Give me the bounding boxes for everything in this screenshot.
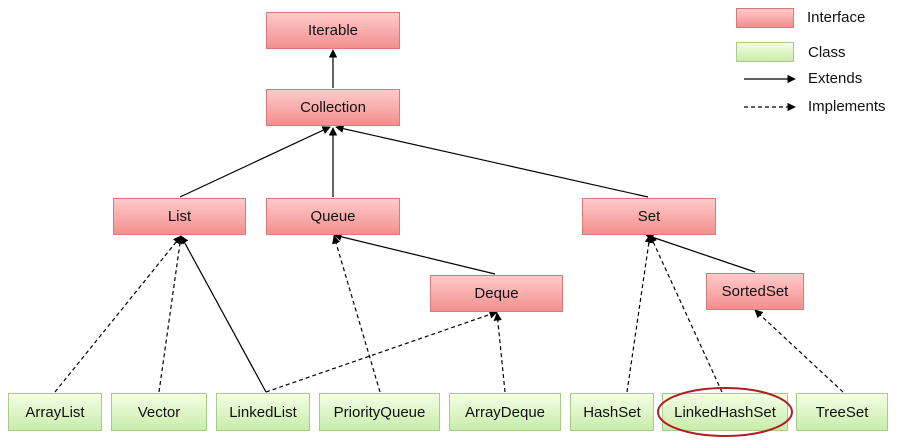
- edge-linkedlist-deque: [265, 310, 498, 393]
- legend-implements-label: Implements: [808, 98, 886, 115]
- node-list: List: [113, 198, 246, 235]
- edge-sortedset-set: [645, 233, 756, 273]
- edge-list-collection: [179, 126, 331, 198]
- node-linkedlist: LinkedList: [216, 393, 310, 431]
- edge-arraydeque-deque: [493, 312, 506, 393]
- edge-arraylist-list: [54, 235, 182, 393]
- legend-interface-swatch: [736, 8, 794, 28]
- node-queue: Queue: [266, 198, 400, 235]
- node-linkedhashset: LinkedHashSet: [662, 393, 788, 431]
- node-iterable: Iterable: [266, 12, 400, 49]
- legend-interface-label: Interface: [807, 9, 866, 26]
- node-deque: Deque: [430, 275, 563, 312]
- legend-class-swatch: [736, 42, 794, 62]
- edge-priorityqueue-queue: [332, 235, 381, 393]
- edge-set-collection: [335, 124, 649, 198]
- node-set: Set: [582, 198, 716, 235]
- legend-class-label: Class: [808, 44, 846, 61]
- edge-deque-queue: [333, 232, 496, 275]
- edge-hashset-set: [626, 234, 654, 393]
- legend-extends-label: Extends: [808, 70, 863, 87]
- node-sortedset: SortedSet: [706, 273, 804, 310]
- node-vector: Vector: [111, 393, 207, 431]
- node-treeset: TreeSet: [796, 393, 888, 431]
- edge-treeset-sortedset: [754, 309, 844, 393]
- node-collection: Collection: [266, 89, 400, 126]
- node-arraylist: ArrayList: [8, 393, 102, 431]
- edge-linkedhashset-set: [649, 234, 723, 393]
- node-hashset: HashSet: [570, 393, 654, 431]
- edge-vector-list: [158, 235, 185, 393]
- node-priorityqueue: PriorityQueue: [319, 393, 440, 431]
- node-arraydeque: ArrayDeque: [449, 393, 561, 431]
- edge-linkedlist-list: [180, 235, 267, 393]
